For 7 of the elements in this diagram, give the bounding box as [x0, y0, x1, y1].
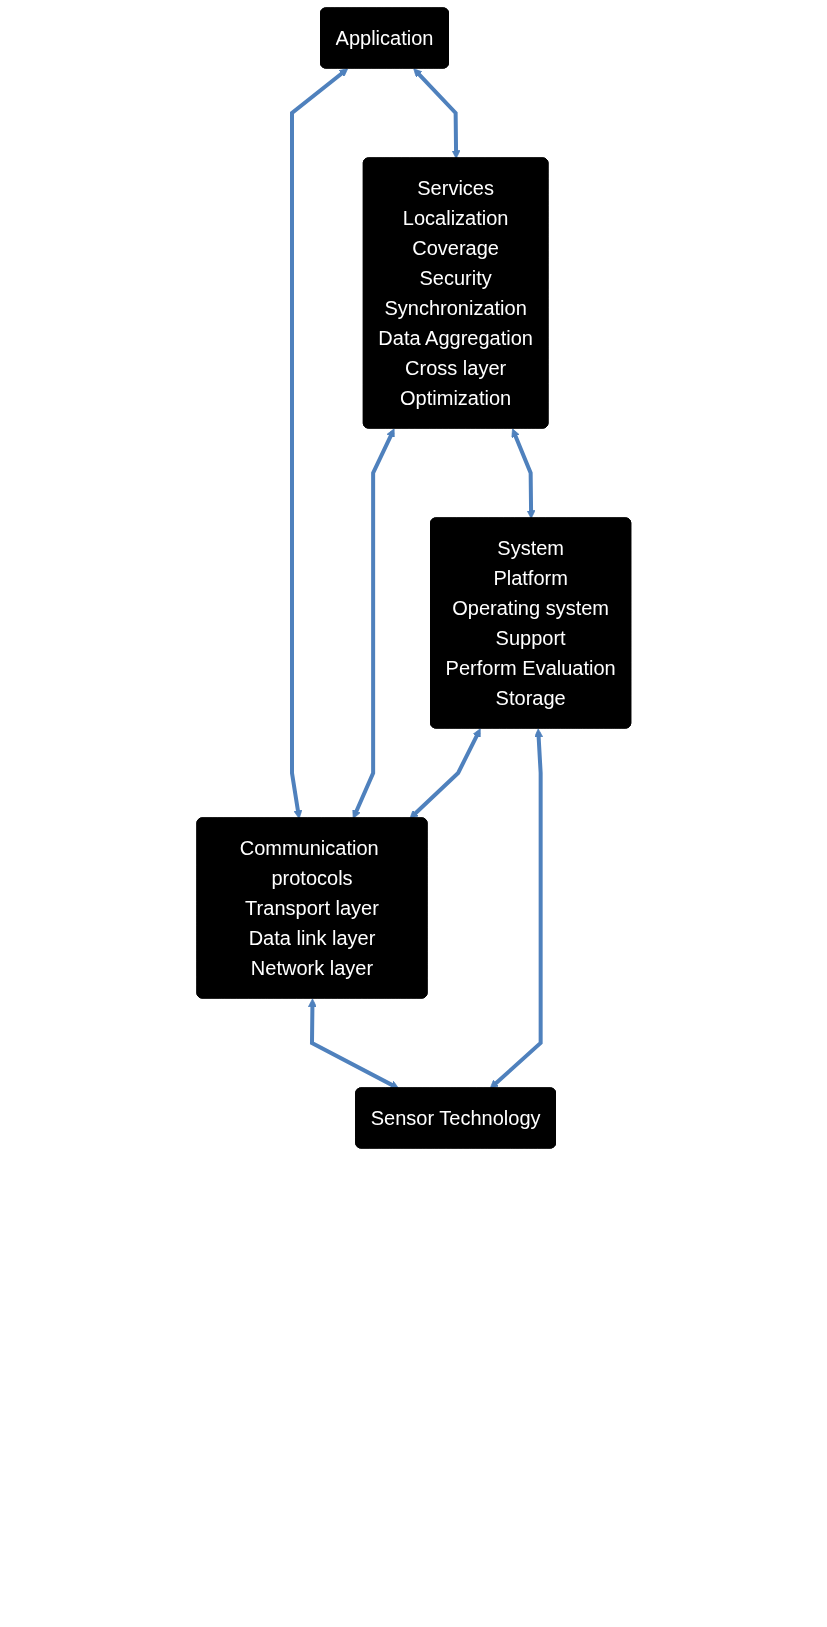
arrow — [413, 68, 461, 159]
arrow — [307, 998, 399, 1089]
arrow — [289, 68, 348, 819]
arrow — [511, 428, 536, 519]
arrow — [489, 728, 543, 1089]
arrow — [409, 728, 481, 819]
arrow — [352, 428, 395, 819]
